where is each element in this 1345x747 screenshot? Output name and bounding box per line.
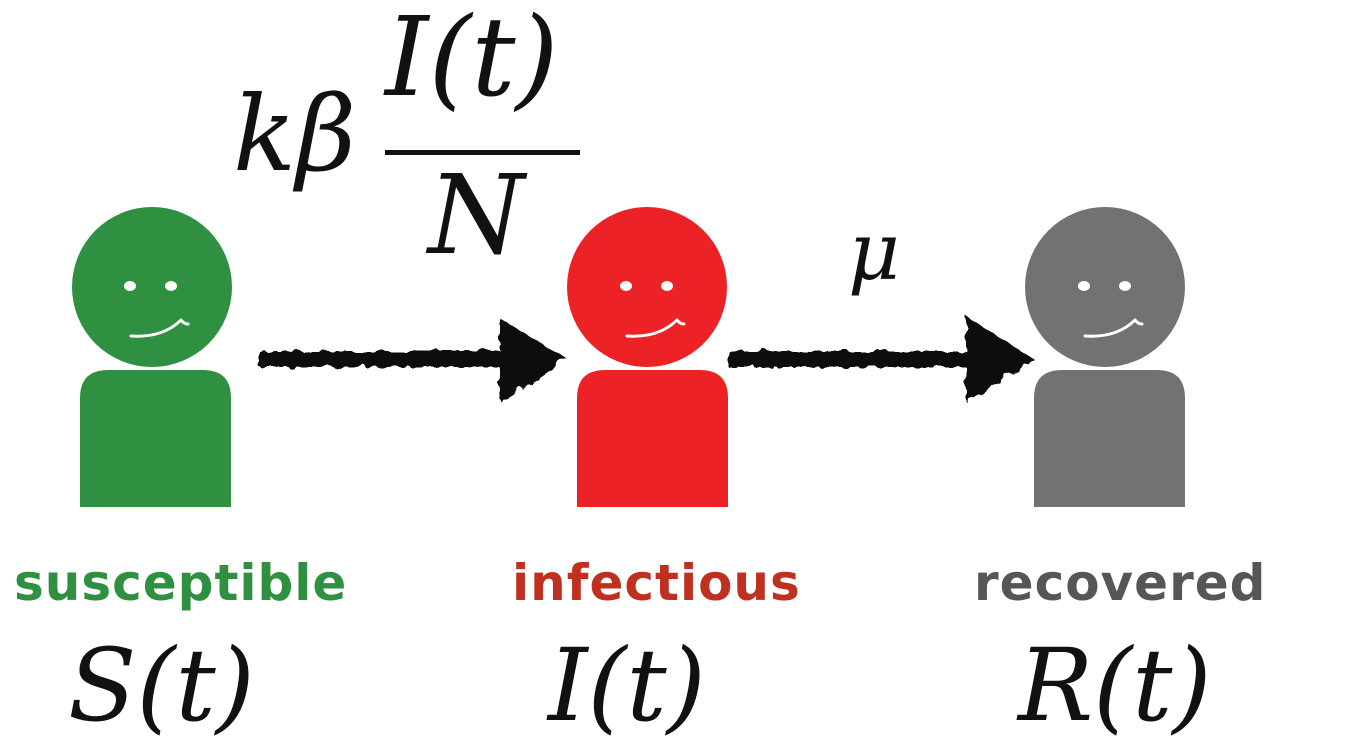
infection-rate-denominator: N bbox=[428, 151, 525, 279]
recovered-label: recovered bbox=[974, 554, 1267, 612]
recovered-person-icon bbox=[1025, 207, 1185, 507]
infectious-variable: I(t) bbox=[548, 627, 706, 744]
susceptible-person-icon bbox=[72, 207, 232, 507]
susceptible-label: susceptible bbox=[14, 554, 348, 612]
recovery-rate: μ bbox=[848, 205, 900, 298]
susceptible-variable: S(t) bbox=[68, 627, 255, 744]
fraction-bar bbox=[385, 150, 580, 155]
infection-arrow-icon bbox=[259, 318, 567, 402]
infection-rate-numerator: I(t) bbox=[385, 0, 559, 121]
recovered-variable: R(t) bbox=[1018, 627, 1212, 744]
infectious-person-icon bbox=[567, 207, 728, 507]
infection-rate-prefix: kβ bbox=[233, 73, 357, 195]
recovery-arrow-icon bbox=[728, 316, 1034, 403]
infectious-label: infectious bbox=[512, 554, 801, 612]
